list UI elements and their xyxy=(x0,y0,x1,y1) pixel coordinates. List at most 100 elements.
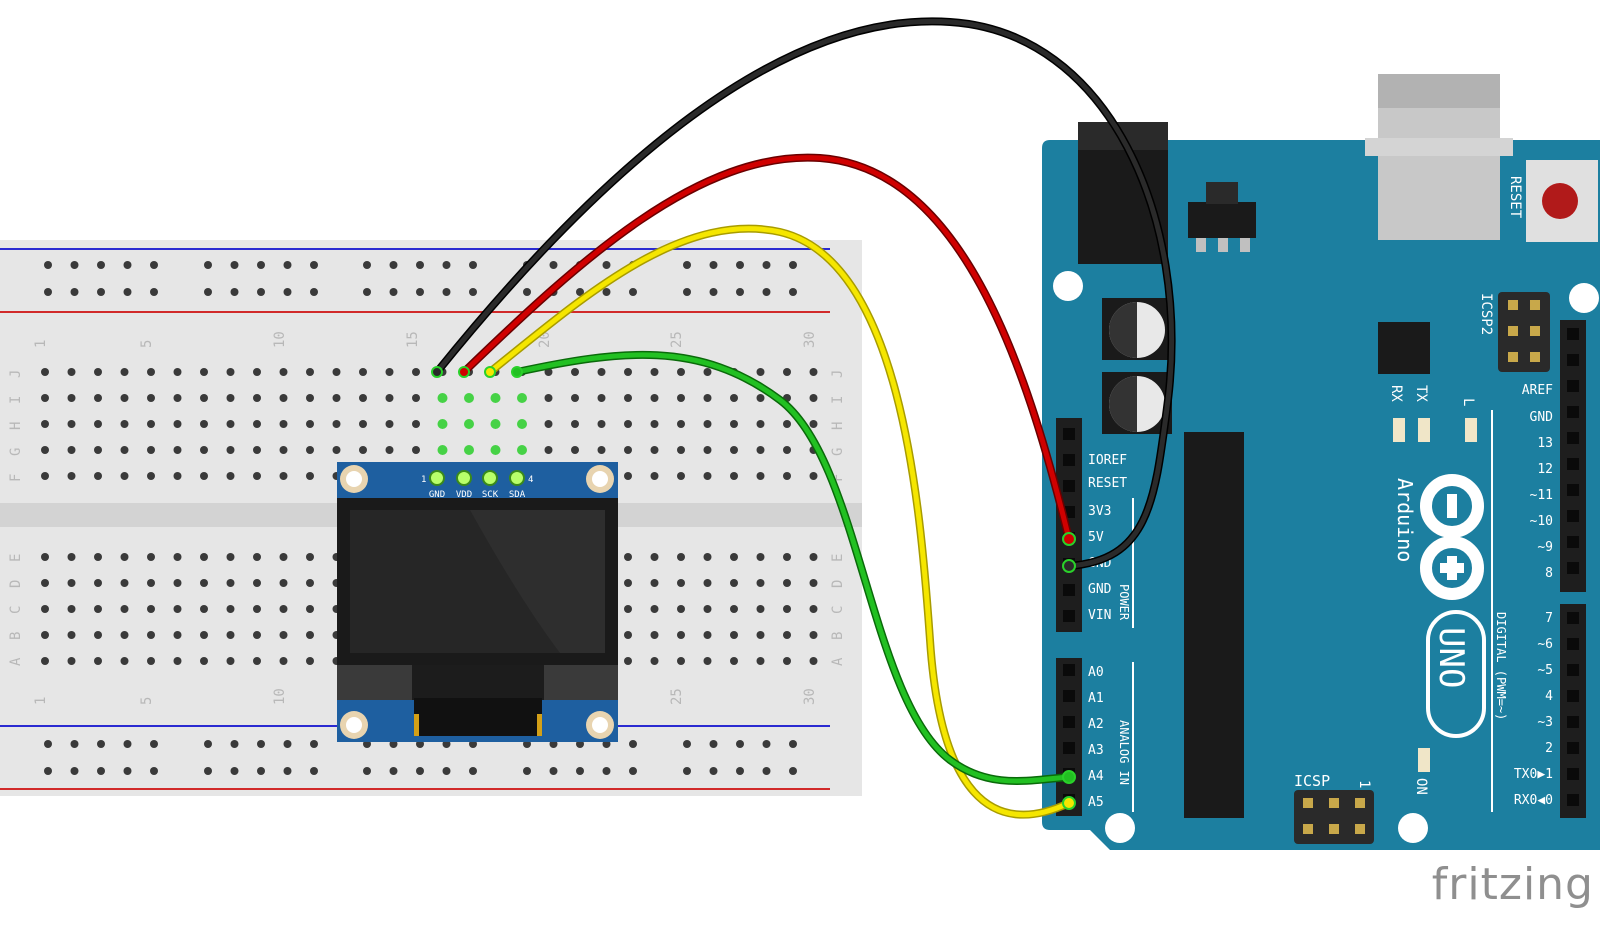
strip-hole xyxy=(67,446,76,454)
digital-pin-label: 8 xyxy=(1545,566,1553,581)
strip-hole xyxy=(120,446,129,454)
rail-hole xyxy=(70,740,79,748)
strip-hole xyxy=(67,579,76,587)
strip-hole xyxy=(147,579,155,587)
strip-hole xyxy=(756,472,765,480)
row-letter-right: H xyxy=(830,422,846,430)
strip-hole xyxy=(120,657,129,665)
icsp2-housing xyxy=(1498,292,1550,372)
usb-interface-chip xyxy=(1378,322,1430,374)
rail-holes xyxy=(44,740,797,775)
strip-hole-connected xyxy=(437,419,448,429)
header-socket xyxy=(1567,612,1579,624)
rail-hole xyxy=(44,740,52,748)
strip-hole xyxy=(226,368,235,376)
strip-hole xyxy=(412,446,420,454)
strip-hole xyxy=(756,605,765,613)
strip-hole xyxy=(571,446,579,454)
rail-hole xyxy=(257,740,265,748)
rail-hole xyxy=(230,767,239,775)
strip-hole xyxy=(173,631,182,639)
strip-hole xyxy=(359,420,367,428)
strip-hole xyxy=(756,420,765,428)
header-socket xyxy=(1063,742,1075,754)
rail-hole xyxy=(389,288,398,296)
rail-hole xyxy=(602,288,611,296)
strip-hole xyxy=(173,472,182,480)
strip-hole xyxy=(306,420,314,428)
rail-hole xyxy=(736,261,744,269)
uno-model: UNO xyxy=(1431,627,1471,688)
rail-hole xyxy=(150,767,158,775)
rail-hole xyxy=(150,261,158,269)
rail-hole xyxy=(257,288,265,296)
header-socket xyxy=(1567,380,1579,392)
strip-hole xyxy=(783,446,791,454)
rail-hole xyxy=(150,740,158,748)
rail-hole xyxy=(736,288,744,296)
strip-hole xyxy=(597,420,606,428)
header-socket xyxy=(1567,328,1579,340)
board-mount-hole xyxy=(1105,813,1135,843)
strip-hole xyxy=(756,446,765,454)
strip-hole xyxy=(597,446,606,454)
strip-hole xyxy=(94,657,102,665)
digital-header-housing-lower xyxy=(1560,604,1586,818)
strip-hole xyxy=(332,420,341,428)
header-socket xyxy=(1063,664,1075,676)
strip-hole xyxy=(677,368,685,376)
strip-hole xyxy=(200,472,208,480)
rail-hole xyxy=(709,767,718,775)
icsp2-pin xyxy=(1508,326,1518,336)
strip-hole xyxy=(147,553,155,561)
strip-hole xyxy=(147,420,155,428)
strip-hole xyxy=(597,368,606,376)
strip-hole xyxy=(67,605,76,613)
oled-module: 1 4 GND VDD SCK SDA xyxy=(337,462,618,742)
strip-hole xyxy=(173,553,182,561)
strip-hole xyxy=(677,631,685,639)
strip-hole-connected xyxy=(490,393,501,403)
strip-hole xyxy=(624,472,632,480)
strip-hole xyxy=(624,446,632,454)
strip-hole xyxy=(359,446,367,454)
digital-header-label: DIGITAL (PWM=~) xyxy=(1494,612,1508,720)
analog-pin-label: A2 xyxy=(1088,717,1104,732)
board-mount-hole xyxy=(1569,283,1599,313)
strip-hole xyxy=(730,420,738,428)
mount-hole xyxy=(592,471,608,487)
header-socket xyxy=(1063,716,1075,728)
strip-hole xyxy=(703,472,712,480)
strip-hole xyxy=(624,657,632,665)
power-pin-label: RESET xyxy=(1088,476,1127,491)
row-letter-right: B xyxy=(830,632,846,640)
strip-hole-connected xyxy=(464,445,474,455)
strip-hole xyxy=(624,605,632,613)
header-sockets xyxy=(1567,328,1579,806)
digital-pin-label: TX0▶1 xyxy=(1514,767,1553,782)
mount-hole xyxy=(346,471,362,487)
strip-hole xyxy=(226,394,235,402)
strip-hole xyxy=(650,394,659,402)
strip-hole xyxy=(253,579,261,587)
flex-ribbon-edge xyxy=(414,714,419,736)
strip-hole xyxy=(677,553,685,561)
rail-hole xyxy=(230,288,239,296)
digital-pin-label: ~9 xyxy=(1537,540,1553,555)
strip-hole xyxy=(809,657,818,665)
strip-hole xyxy=(650,553,659,561)
logo-plus-h xyxy=(1440,563,1464,573)
strip-hole xyxy=(279,631,288,639)
rail-hole xyxy=(602,767,611,775)
wire-end-gnd xyxy=(431,366,443,378)
header-socket xyxy=(1567,768,1579,780)
header-socket xyxy=(1063,690,1075,702)
strip-hole-connected xyxy=(517,393,527,403)
reset-button[interactable] xyxy=(1542,183,1578,219)
rail-hole xyxy=(283,740,292,748)
strip-hole xyxy=(624,579,632,587)
capacitor-marking xyxy=(1109,302,1137,358)
flex-ribbon xyxy=(414,698,542,736)
strip-hole xyxy=(306,368,314,376)
